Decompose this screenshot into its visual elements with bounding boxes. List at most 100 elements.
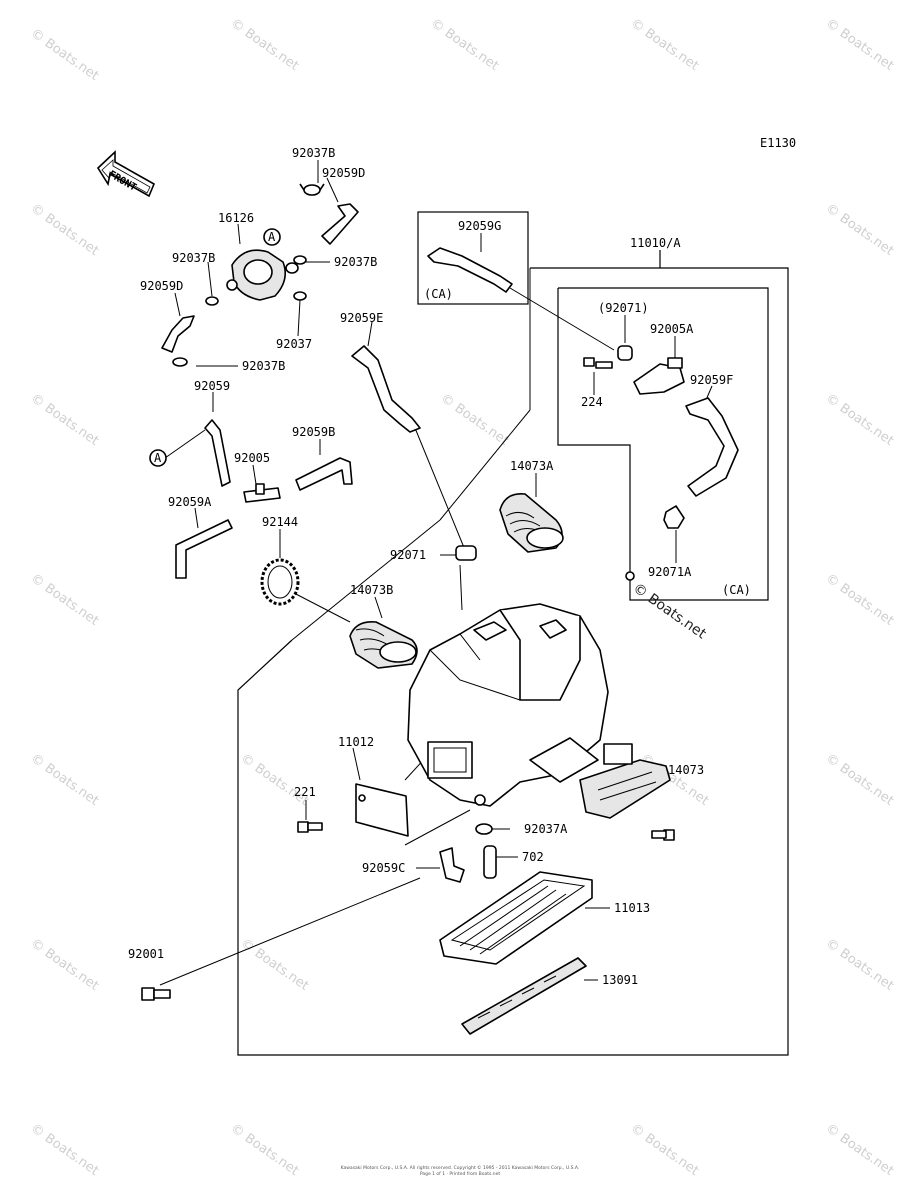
tube-702 — [483, 845, 497, 879]
label-92059D-top: 92059D — [322, 166, 365, 180]
clamp-92037B-top — [299, 183, 325, 196]
watermark: © Boats.net — [823, 936, 897, 994]
clamp-92037B-low — [172, 357, 188, 367]
watermark: © Boats.net — [228, 16, 302, 74]
spring-92144 — [260, 558, 300, 606]
label-92059: 92059 — [194, 379, 230, 393]
tee-92005 — [243, 483, 281, 503]
clamp-92037B-right — [293, 255, 307, 265]
watermark: © Boats.net — [28, 1121, 102, 1179]
label-92005: 92005 — [234, 451, 270, 465]
hose-92059A — [175, 519, 233, 579]
watermark: © Boats.net — [428, 16, 502, 74]
grommet-ca — [625, 571, 635, 581]
label-92071: 92071 — [390, 548, 426, 562]
label-92037B-right: 92037B — [334, 255, 377, 269]
bolt-224 — [583, 357, 613, 369]
valve-16126 — [226, 249, 299, 301]
label-92005A: 92005A — [650, 322, 694, 336]
watermark: © Boats.net — [28, 26, 102, 84]
label-92059A: 92059A — [168, 495, 212, 509]
grommet-92071 — [455, 545, 477, 561]
label-92059B: 92059B — [292, 425, 335, 439]
watermark: © Boats.net — [628, 1121, 702, 1179]
leader-lines — [159, 160, 713, 986]
label-11012: 11012 — [338, 735, 374, 749]
label-92037B-top: 92037B — [292, 146, 335, 160]
fitting-92071A — [663, 505, 685, 529]
clamp-92037 — [293, 291, 307, 301]
hose-92059B — [295, 457, 353, 491]
label-ca-right: (CA) — [722, 583, 751, 597]
airbox-housing — [407, 603, 609, 807]
hose-92059D-top — [321, 203, 359, 245]
hose-92059E — [351, 345, 421, 433]
label-92059F: 92059F — [690, 373, 733, 387]
duct-14073 — [579, 743, 671, 819]
label-92001: 92001 — [128, 947, 164, 961]
footer-line-2: Page 1 of 1 · Printed from Boats.net — [419, 1172, 501, 1177]
watermark: © Boats.net — [630, 580, 710, 642]
hose-92059 — [204, 419, 231, 487]
label-92071A: 92071A — [648, 565, 692, 579]
watermark: © Boats.net — [28, 936, 102, 994]
watermark: © Boats.net — [28, 751, 102, 809]
hose-92059G — [427, 247, 513, 293]
label-92059C: 92059C — [362, 861, 405, 875]
label-14073A: 14073A — [510, 459, 554, 473]
elbow-92059C — [439, 847, 465, 883]
bolt-92001 — [141, 987, 171, 1001]
grommet-92071-paren — [617, 345, 633, 361]
hose-92059F — [685, 397, 739, 497]
assembly-frames — [237, 211, 789, 1056]
label-92059G: 92059G — [458, 219, 501, 233]
watermark: © Boats.net — [438, 391, 512, 449]
front-arrow-icon: FRONT — [96, 150, 156, 198]
label-92071-paren: (92071) — [598, 301, 649, 315]
watermark: © Boats.net — [823, 571, 897, 629]
watermark: © Boats.net — [28, 201, 102, 259]
footer: Kawasaki Motors Corp., U.S.A. All rights… — [300, 1166, 620, 1178]
watermark: © Boats.net — [823, 1121, 897, 1179]
ref-marker-a — [263, 228, 281, 246]
label-92037: 92037 — [276, 337, 312, 351]
ref-marker-a — [149, 449, 167, 467]
label-92037A: 92037A — [524, 822, 568, 836]
label-92059D-left: 92059D — [140, 279, 183, 293]
watermark: © Boats.net — [28, 571, 102, 629]
watermark: © Boats.net — [28, 391, 102, 449]
label-92037B-low: 92037B — [242, 359, 285, 373]
watermark: © Boats.net — [823, 751, 897, 809]
watermark: © Boats.net — [628, 16, 702, 74]
label-92144: 92144 — [262, 515, 298, 529]
bolt-221 — [297, 821, 323, 833]
part-labels: 92037B 92059D 16126 92037B 92037B 92059D… — [128, 146, 751, 987]
label-13091: 13091 — [602, 973, 638, 987]
label-224: 224 — [581, 395, 603, 409]
label-16126: 16126 — [218, 211, 254, 225]
boot-14073A — [499, 493, 564, 553]
footer-line-1: Kawasaki Motors Corp., U.S.A. All rights… — [340, 1166, 580, 1171]
ref-marker-label: A — [154, 451, 162, 465]
bolt-14073 — [651, 829, 675, 841]
watermark: © Boats.net — [238, 751, 312, 809]
label-14073B: 14073B — [350, 583, 393, 597]
bracket-13091 — [461, 957, 587, 1035]
cover-11012 — [355, 783, 409, 837]
label-11010A: 11010/A — [630, 236, 681, 250]
boot-14073B — [349, 620, 418, 669]
label-11013: 11013 — [614, 901, 650, 915]
diagram-code: E1130 — [760, 136, 796, 150]
tray-11013 — [439, 871, 593, 965]
label-92059E: 92059E — [340, 311, 383, 325]
valve-92005A — [633, 357, 685, 395]
watermark-layer: © Boats.net © Boats.net © Boats.net © Bo… — [28, 16, 897, 1179]
watermark: © Boats.net — [238, 936, 312, 994]
label-702: 702 — [522, 850, 544, 864]
clamp-92037B-left — [205, 296, 219, 306]
label-221: 221 — [294, 785, 316, 799]
label-92037B-left: 92037B — [172, 251, 215, 265]
watermark: © Boats.net — [823, 391, 897, 449]
watermark: © Boats.net — [823, 16, 897, 74]
